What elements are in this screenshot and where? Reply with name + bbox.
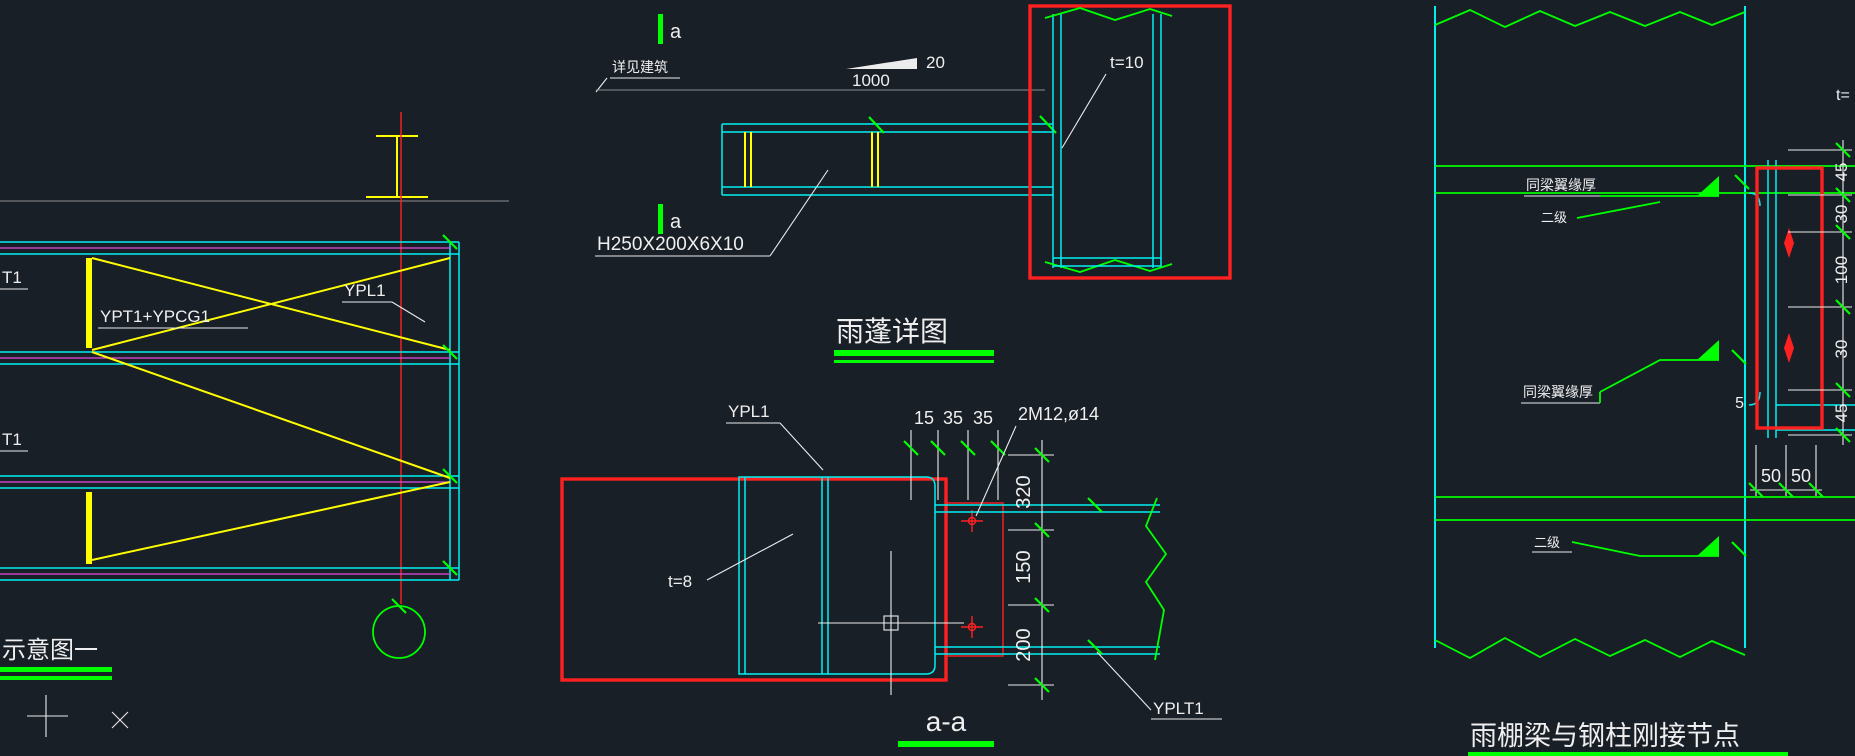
dim-edge-5: 5 (1735, 395, 1744, 412)
break-line (1044, 259, 1173, 273)
canopy-title: 雨蓬详图 (836, 316, 948, 347)
dim-side-150: 150 (1013, 550, 1035, 583)
dim-right-30a: 30 (1832, 205, 1851, 224)
label-ypl1: YPL1 (344, 281, 386, 300)
dim-right-45b: 45 (1832, 404, 1851, 423)
break-line (1434, 636, 1746, 660)
break-line (1144, 497, 1168, 661)
section-marker-bottom: a (670, 211, 682, 233)
title-underline (1468, 752, 1788, 756)
note-arch: 详见建筑 (612, 59, 668, 75)
crosshair-cursor (818, 551, 964, 695)
label-yplt1: YPLT1 (1153, 699, 1204, 718)
brace-post (86, 492, 92, 564)
highlight-box-joint (1755, 166, 1824, 430)
canopy-detail-view: a a 详见建筑 20 1000 t=10 (595, 4, 1232, 363)
plate-thickness-t8: t=8 (668, 572, 692, 591)
beam-spec: H250X200X6X10 (597, 234, 744, 255)
dim-1000: 1000 (852, 71, 890, 90)
brace-post (86, 258, 92, 348)
section-marker-bar (658, 14, 663, 44)
section-aa-title: a-a (926, 706, 967, 737)
dim-side-320: 320 (1013, 475, 1035, 508)
section-aa-view: 15 35 35 2M12,ø14 YPL1 t=8 320 150 200 (560, 402, 1222, 747)
slope-symbol (846, 58, 917, 69)
bolt-arrow (1784, 333, 1794, 363)
weld-symbol (1571, 536, 1747, 557)
flange-note-top: 同梁翼缘厚 (1526, 177, 1596, 193)
title-underline (834, 360, 994, 363)
bolt-mark (961, 510, 983, 532)
section-marker-bar (658, 204, 663, 234)
caption-underline (0, 676, 112, 680)
grid-bubble (372, 605, 426, 659)
highlight-box-canopy (1028, 4, 1232, 280)
dim-top-15: 15 (914, 408, 934, 428)
dim-gauge-50a: 50 (1761, 466, 1781, 486)
label-t1-upper: T1 (2, 268, 22, 287)
corner-label-t: t= (1836, 87, 1850, 104)
bolt-arrow (1784, 228, 1794, 258)
dim-right-100: 100 (1832, 256, 1851, 284)
label-ypt: YPT1+YPCG1 (100, 307, 210, 326)
bolt-mark (961, 616, 983, 638)
label-t1-lower: T1 (2, 430, 22, 449)
weld-symbol (1599, 340, 1747, 393)
title-underline (898, 741, 994, 747)
joint-detail-view: 同梁翼缘厚 二级 同梁翼缘厚 二级 45 30 100 30 45 (1434, 6, 1855, 756)
break-line (1044, 7, 1173, 21)
slope-label: 20 (926, 53, 945, 72)
bolt-zone (945, 502, 1004, 657)
highlight-box-aa (560, 477, 948, 682)
dim-right-45a: 45 (1832, 163, 1851, 182)
plan-view: T1 T1 YPT1+YPCG1 YPL1 示意图一 (0, 112, 509, 737)
dim-top-35a: 35 (943, 408, 963, 428)
dim-top-35b: 35 (973, 408, 993, 428)
plate-thickness-t10: t=10 (1110, 53, 1144, 72)
break-line (1434, 9, 1746, 28)
label-ypl1-aa: YPL1 (728, 402, 770, 421)
weld-symbol (1600, 174, 1750, 197)
dim-right-30b: 30 (1832, 340, 1851, 359)
dim-side-200: 200 (1013, 628, 1035, 661)
joint-title: 雨棚梁与钢柱刚接节点 (1470, 721, 1740, 751)
weld-grade-bottom: 二级 (1534, 535, 1560, 550)
plan-caption: 示意图一 (2, 637, 98, 664)
section-marker-top: a (670, 21, 682, 43)
bolt-note: 2M12,ø14 (1018, 404, 1099, 424)
title-underline (834, 350, 994, 356)
dim-gauge-50b: 50 (1791, 466, 1811, 486)
caption-underline (0, 667, 112, 672)
ucs-icon (27, 695, 129, 737)
flange-note-bottom: 同梁翼缘厚 (1523, 384, 1593, 400)
weld-grade-top: 二级 (1541, 210, 1567, 225)
i-beam-symbol (366, 135, 428, 198)
